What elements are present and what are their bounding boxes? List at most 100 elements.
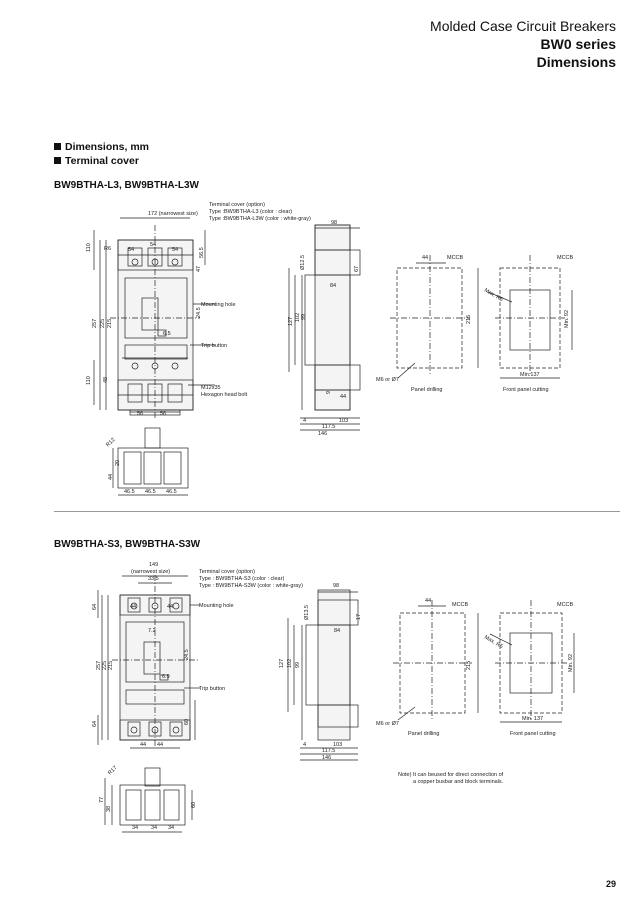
s1-front-view	[93, 217, 215, 420]
s2-dim-69: 6.9	[162, 674, 170, 680]
bullet-dimensions: Dimensions, mm	[54, 141, 149, 153]
section-divider	[54, 511, 620, 512]
s1-cover-line1: Terminal cover (option)	[209, 202, 265, 208]
s1-side-146: 146	[318, 431, 327, 437]
s2-side-1175: 117.5	[322, 748, 335, 754]
s2-side-99: 99	[295, 662, 301, 668]
s2-dim-77: 77	[99, 797, 105, 803]
s2-side-view	[287, 589, 359, 761]
bullet-terminal-cover: Terminal cover	[54, 155, 139, 167]
s1-panel-min92: Min. 92	[564, 310, 570, 328]
s2-front-panel	[489, 600, 575, 723]
section2-title: BW9BTHA-S3, BW9BTHA-S3W	[54, 539, 201, 550]
s2-side-4: 4	[303, 742, 306, 748]
s2-side-103: 103	[333, 742, 342, 748]
s1-side-127: 127	[288, 317, 294, 326]
s2-dim-72: 7.2	[148, 628, 156, 634]
s1-dim-110b: 110	[86, 376, 92, 385]
s1-cover-line2: Type :BW9BTHA-L3 (color : clear)	[209, 209, 292, 215]
s1-panel-m6: M6 or Ø7	[376, 377, 399, 383]
s1-panel-215: 215	[466, 315, 472, 324]
s1-cover-line3: Type :BW9BTHA-L3W (color : white-gray)	[209, 216, 311, 222]
s2-dim-245: 24.5	[184, 649, 190, 660]
s2-side-135: Ø13.5	[304, 605, 310, 620]
s2-side-17: 17	[356, 614, 362, 620]
s2-note-line1: Note) It can beused for direct connectio…	[398, 772, 504, 778]
s2-narrowest1: 149	[149, 562, 158, 568]
s1-mounting-hole: Mounting hole	[201, 302, 236, 308]
s2-dim-215: 215	[108, 661, 114, 670]
s2-panel-drilling: Panel drilling	[408, 731, 440, 737]
s1-dim-54c: 54	[172, 247, 178, 253]
s1-dim-565: 56.5	[199, 247, 205, 258]
s2-panel-mccb2: MCCB	[557, 602, 574, 608]
s2-panel-215: 215	[466, 661, 472, 670]
s1-panel-44: 44	[422, 255, 428, 261]
s1-panel-mccb1: MCCB	[447, 255, 464, 261]
s2-dim-38: 38	[106, 806, 112, 812]
s1-dim-48: 48	[103, 377, 109, 383]
s1-dim-56a: 56	[137, 411, 143, 417]
s2-dim-r17: R17	[107, 765, 118, 776]
s2-dim-34c: 34	[168, 825, 174, 831]
s1-dim-54b: 54	[150, 242, 156, 248]
s1-side-67: 67	[354, 266, 360, 272]
s1-dim-465a: 46.5	[124, 489, 135, 495]
s2-dim-44c: 44	[140, 742, 146, 748]
s1-front-panel	[487, 255, 573, 379]
s1-dim-245: 24.5	[196, 307, 202, 318]
s1-side-99: 99	[301, 314, 307, 320]
s2-dim-44d: 44	[157, 742, 163, 748]
s2-panel-min137: Min. 137	[522, 716, 543, 722]
s1-trip-button: Trip button	[201, 343, 227, 349]
s1-dim-r6: R6	[104, 246, 111, 252]
s1-terminal-view	[112, 427, 189, 496]
s2-narrowest2: (narrowest size)	[131, 569, 170, 575]
page-number: 29	[605, 879, 616, 889]
s2-panel-maxr5: Max. R5	[483, 635, 504, 650]
header-title: Molded Case Circuit Breakers	[430, 18, 616, 34]
s1-side-103: 103	[339, 418, 348, 424]
s1-dim-54a: 54	[128, 247, 134, 253]
s1-side-102: 102	[295, 313, 301, 322]
header-series: BW0 series	[540, 36, 616, 52]
s2-panel-drilling	[393, 600, 479, 721]
s1-panel-min137: Min.137	[520, 372, 540, 378]
s2-dim-44b: 44	[167, 604, 173, 610]
header-subtitle: Dimensions	[536, 54, 616, 70]
s2-cover-line1: Terminal cover (option)	[199, 569, 255, 575]
s2-side-127: 127	[279, 659, 285, 668]
s1-bolt-line2: Hexagon head bolt	[201, 392, 248, 398]
s2-mounting-hole: Mounting hole	[199, 603, 234, 609]
s2-note-line2: a copper busbar and block terminals.	[413, 779, 504, 785]
s1-dim-47: 47	[196, 266, 202, 272]
s1-narrowest: 172 (narrowest size)	[148, 211, 198, 217]
s1-dim-465c: 46.5	[166, 489, 177, 495]
s2-dim-34b: 34	[151, 825, 157, 831]
s1-side-98: 98	[331, 220, 337, 226]
s2-panel-44: 44	[425, 598, 431, 604]
bullet-dimensions-label: Dimensions, mm	[65, 141, 150, 153]
s2-dim-34a: 34	[132, 825, 138, 831]
s1-side-view	[288, 224, 361, 431]
s2-dim-64b: 64	[92, 721, 98, 727]
s1-panel-drilling: Panel drilling	[411, 387, 443, 393]
s1-front-panel: Front panel cutting	[503, 387, 549, 393]
s1-side-1175: 117.5	[322, 424, 335, 430]
s1-dim-257: 257	[92, 319, 98, 328]
s1-side-125: Ø12.5	[300, 255, 306, 270]
s1-side-84: 84	[330, 283, 336, 289]
s2-side-98: 98	[333, 583, 339, 589]
s2-dim-60: 60	[184, 719, 190, 725]
s2-side-102: 102	[287, 659, 293, 668]
s1-dim-r12: R12	[105, 437, 116, 448]
s1-dim-215: 215	[107, 319, 113, 328]
s2-dim-335: 33.5	[148, 576, 159, 582]
s1-dim-65: 6.5	[163, 331, 171, 337]
s2-front-view	[97, 575, 200, 749]
s2-trip-button: Trip button	[199, 686, 225, 692]
s2-terminal-view	[104, 767, 193, 833]
s1-dim-20: 20	[115, 460, 121, 466]
s2-panel-m6: M6 or Ø7	[376, 721, 399, 727]
